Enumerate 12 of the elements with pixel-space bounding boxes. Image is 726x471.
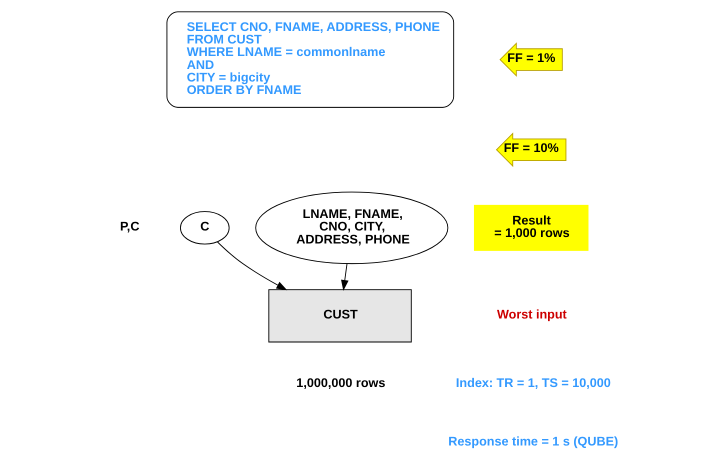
label: Response time = 1 s (QUBE) <box>448 434 618 448</box>
node-ellipse: C <box>180 211 230 245</box>
node-box: SELECT CNO, FNAME, ADDRESS, PHONE FROM CUST WHERE LNAME = commonlname AND CITY = bigcity ORDER BY FNAME <box>166 11 454 108</box>
node-label: 1,000,000 rows <box>296 376 385 390</box>
node-box: Result = 1,000 rows <box>473 204 588 251</box>
arrow <box>340 263 348 291</box>
label: Index: TR = 1, TS = 10,000 <box>455 376 610 390</box>
node-ellipse: LNAME, FNAME, CNO, CITY, ADDRESS, PHONE <box>254 192 448 264</box>
arrow <box>216 241 287 290</box>
node-label: P,C <box>120 219 139 234</box>
label: Worst input <box>496 307 566 322</box>
node-box: CUST <box>268 289 412 342</box>
